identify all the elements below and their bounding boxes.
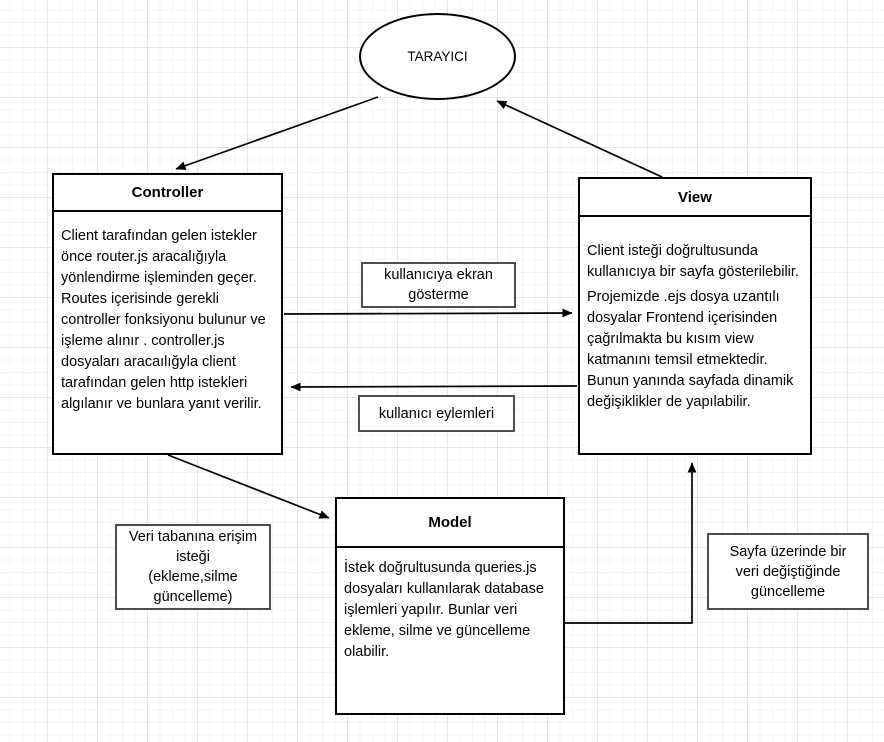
node-browser: TARAYICI [359, 13, 516, 100]
node-model: Model İstek doğrultusunda queries.js dos… [335, 497, 565, 715]
node-view-body-paragraph-2: Projemizde .ejs dosya uzantılı dosyalar … [587, 289, 794, 410]
arrow-browser-to-controller [175, 96, 379, 170]
node-view-body-paragraph-1: Client isteği doğrultusunda kullanıcıya … [587, 243, 799, 280]
node-view-title: View [580, 179, 810, 217]
edge-label-page-update: Sayfa üzerinde bir veri değiştiğinde gün… [707, 533, 869, 610]
node-model-body: İstek doğrultusunda queries.js dosyaları… [344, 560, 544, 660]
node-controller-title: Controller [54, 175, 281, 212]
arrow-controller-to-view [283, 308, 573, 318]
node-view: View Client isteği doğrultusunda kullanı… [578, 177, 812, 455]
arrow-model-to-view [565, 462, 697, 624]
edge-label-user-actions: kullanıcı eylemleri [358, 395, 515, 432]
node-browser-label: TARAYICI [407, 49, 468, 64]
node-controller: Controller Client tarafından gelen istek… [52, 173, 283, 455]
arrow-controller-to-model [167, 454, 330, 519]
node-controller-body: Client tarafından gelen istekler önce ro… [61, 228, 266, 412]
edge-label-db-access: Veri tabanına erişim isteği (ekleme,silm… [115, 524, 271, 610]
arrow-view-to-controller [290, 382, 578, 392]
node-model-title: Model [337, 499, 563, 548]
arrow-view-to-browser [496, 100, 663, 178]
edge-label-show-screen: kullanıcıya ekran gösterme [361, 262, 516, 308]
